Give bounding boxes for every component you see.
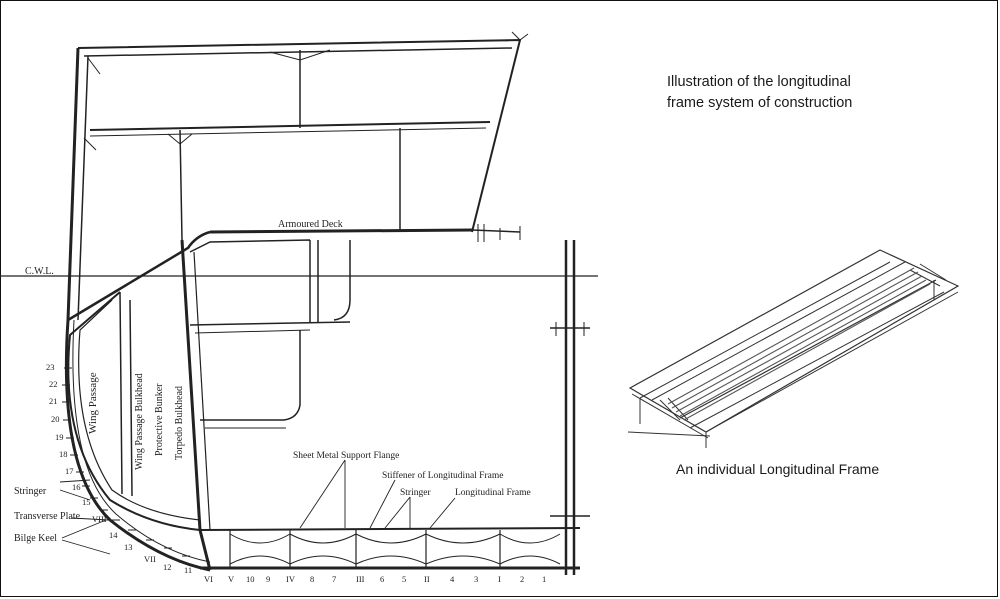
- title-line-2: frame system of construction: [667, 95, 853, 111]
- diagram-title: Illustration of the longitudinal frame s…: [667, 72, 987, 114]
- bottom-number: 6: [380, 574, 384, 584]
- frame-caption: An individual Longitudinal Frame: [676, 461, 880, 477]
- side-number-group: 23 22 21 20 19 18 17 16 15 14 13 12 11: [46, 362, 192, 575]
- side-number: 17: [65, 466, 74, 476]
- title-line-1: Illustration of the longitudinal: [667, 74, 851, 90]
- bottom-number: II: [424, 574, 430, 584]
- label-wing-passage: Wing Passage: [87, 372, 99, 434]
- bottom-number: 9: [266, 574, 270, 584]
- label-wing-passage-bulkhead: Wing Passage Bulkhead: [134, 373, 145, 470]
- bottom-number: 4: [450, 574, 455, 584]
- bottom-number: VII: [144, 554, 156, 564]
- label-transverse-plate: Transverse Plate: [14, 511, 81, 522]
- side-number: 20: [51, 414, 60, 424]
- label-stringer-right: Stringer: [400, 488, 431, 498]
- side-number: 16: [72, 482, 81, 492]
- label-stiffener: Stiffener of Longitudinal Frame: [382, 470, 503, 481]
- side-number: 21: [49, 396, 58, 406]
- label-protective-bunker: Protective Bunker: [154, 383, 165, 456]
- label-armoured-deck: Armoured Deck: [278, 219, 343, 230]
- side-number: 14: [109, 530, 118, 540]
- label-bilge-keel: Bilge Keel: [14, 533, 57, 544]
- bottom-number: 10: [246, 574, 255, 584]
- side-number: 18: [59, 449, 68, 459]
- bottom-number: 8: [310, 574, 314, 584]
- bottom-number: III: [356, 574, 365, 584]
- bottom-number: 2: [520, 574, 524, 584]
- side-number: 23: [46, 362, 55, 372]
- bottom-number: IV: [286, 574, 296, 584]
- label-sheet-metal-support-flange: Sheet Metal Support Flange: [293, 451, 399, 461]
- bottom-number: 5: [402, 574, 406, 584]
- label-torpedo-bulkhead: Torpedo Bulkhead: [174, 386, 185, 460]
- label-stringer-left: Stringer: [14, 486, 47, 497]
- side-number: 19: [55, 432, 64, 442]
- bottom-number: VIII: [92, 514, 107, 524]
- bottom-number: 7: [332, 574, 336, 584]
- bottom-number: VI: [204, 574, 213, 584]
- bottom-number: 1: [542, 574, 546, 584]
- bottom-number: V: [228, 574, 235, 584]
- label-longitudinal-frame: Longitudinal Frame: [455, 488, 531, 498]
- bottom-number: 3: [474, 574, 478, 584]
- side-number: 15: [82, 497, 91, 507]
- side-number: 12: [163, 562, 172, 572]
- side-number: 11: [184, 565, 192, 575]
- label-cwl: C.W.L.: [25, 266, 54, 277]
- bottom-number: I: [498, 574, 501, 584]
- side-number: 13: [124, 542, 133, 552]
- side-number: 22: [49, 379, 58, 389]
- bottom-number-group: VIII VII VI V 10 9 IV 8 7 III 6 5 II 4 3…: [92, 514, 546, 584]
